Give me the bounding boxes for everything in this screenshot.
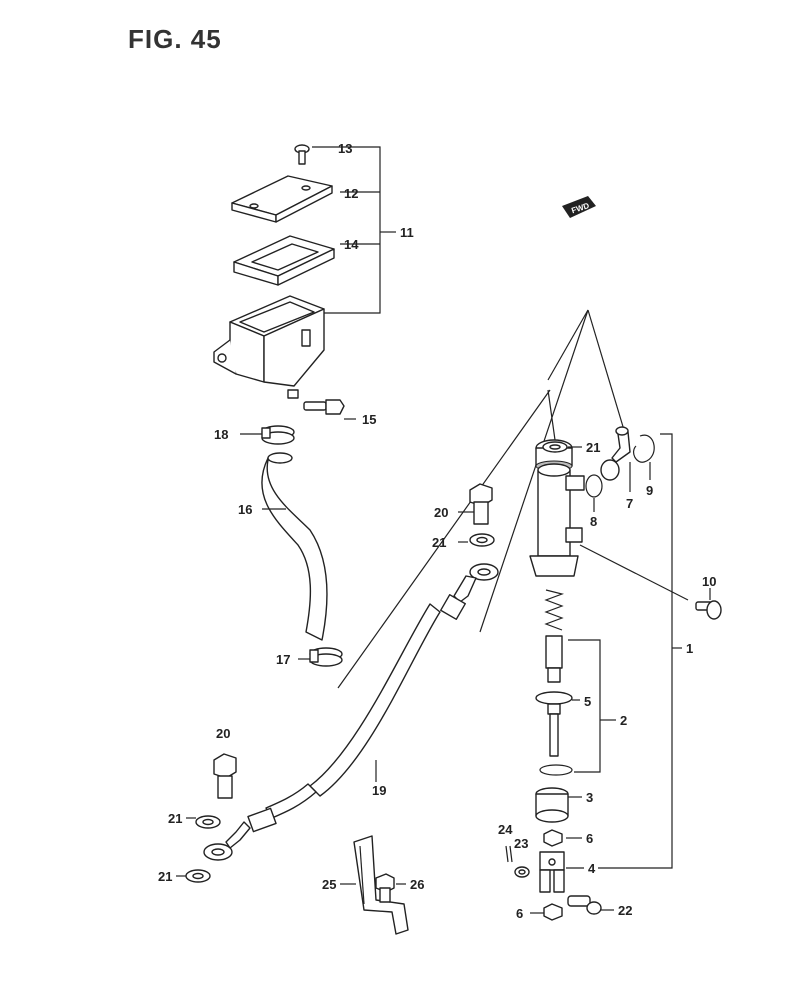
clevis-pin xyxy=(567,895,602,915)
union-bolt-upper xyxy=(469,483,493,525)
callout-3: 3 xyxy=(586,790,593,805)
piston-spring xyxy=(544,589,565,631)
callout-25: 25 xyxy=(322,877,336,892)
callout-10: 10 xyxy=(702,574,716,589)
callout-6a: 6 xyxy=(586,831,593,846)
callout-21c: 21 xyxy=(168,811,182,826)
callout-23: 23 xyxy=(514,836,528,851)
washer-upper xyxy=(469,533,495,547)
washer-lower-b xyxy=(185,869,211,883)
hose-joint xyxy=(600,426,631,481)
reservoir-tank xyxy=(213,295,325,399)
callout-22: 22 xyxy=(618,903,632,918)
hose-clamp-lower xyxy=(309,647,343,667)
cotter-pin xyxy=(505,845,513,863)
callout-18: 18 xyxy=(214,427,228,442)
forward-direction-badge: FWD xyxy=(562,196,596,218)
mount-bolt xyxy=(695,600,722,620)
joint-circlip xyxy=(632,434,655,463)
washer-lower-a xyxy=(195,815,221,829)
callout-9: 9 xyxy=(646,483,653,498)
callout-13: 13 xyxy=(338,141,352,156)
callout-20b: 20 xyxy=(216,726,230,741)
callout-6b: 6 xyxy=(516,906,523,921)
callout-4: 4 xyxy=(588,861,596,876)
top-washer xyxy=(542,441,568,453)
reservoir-diaphragm xyxy=(233,235,335,286)
callout-8: 8 xyxy=(590,514,597,529)
callout-20a: 20 xyxy=(434,505,448,520)
figure-title: FIG. 45 xyxy=(128,24,222,54)
callout-14: 14 xyxy=(344,237,359,252)
piston xyxy=(535,635,573,757)
o-ring xyxy=(585,474,603,498)
callout-15: 15 xyxy=(362,412,376,427)
callout-11: 11 xyxy=(400,225,414,240)
master-cylinder-body xyxy=(529,439,585,577)
callout-1: 1 xyxy=(686,641,693,656)
callout-12: 12 xyxy=(344,186,358,201)
callout-17: 17 xyxy=(276,652,290,667)
reservoir-hose xyxy=(261,452,328,641)
dust-boot xyxy=(535,787,569,823)
callout-5: 5 xyxy=(584,694,591,709)
lock-nut-lower xyxy=(543,903,563,921)
callout-7: 7 xyxy=(626,496,633,511)
hose-guide xyxy=(353,835,409,935)
reservoir-cap xyxy=(231,175,333,223)
callout-21d: 21 xyxy=(158,869,172,884)
callout-24: 24 xyxy=(498,822,513,837)
callout-16: 16 xyxy=(238,502,252,517)
lock-nut-upper xyxy=(543,829,563,847)
reservoir-bolt xyxy=(303,399,345,415)
callout-19: 19 xyxy=(372,783,386,798)
pin-washer xyxy=(514,866,530,878)
brake-hose xyxy=(203,563,499,861)
callout-2: 2 xyxy=(620,713,627,728)
hose-clamp-upper xyxy=(261,425,295,445)
clevis xyxy=(539,851,565,893)
hose-guide-bolt xyxy=(375,873,395,903)
reservoir-cap-screw xyxy=(294,144,310,165)
circlip xyxy=(539,764,573,776)
union-bolt-lower xyxy=(213,753,237,799)
callout-21a: 21 xyxy=(586,440,600,455)
callout-26: 26 xyxy=(410,877,424,892)
callout-21b: 21 xyxy=(432,535,446,550)
